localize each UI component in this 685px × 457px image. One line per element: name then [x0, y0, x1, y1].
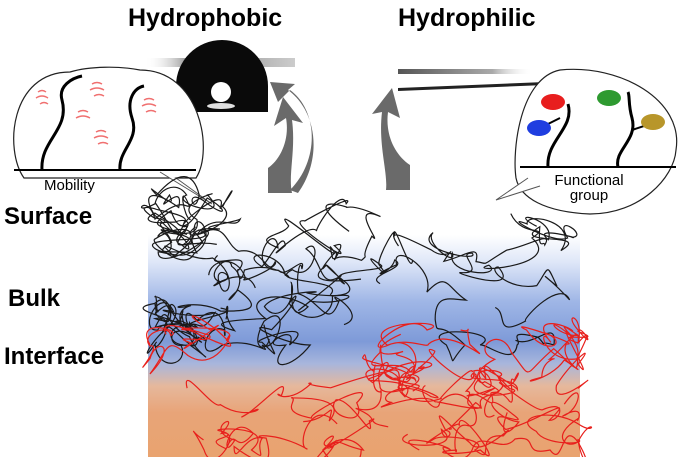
- functional-group-label: Functional group: [539, 173, 639, 203]
- polymer-chain-icon: [401, 369, 561, 433]
- polymer-chain-icon: [402, 384, 509, 457]
- polymer-chain-icon: [221, 231, 414, 332]
- curved-arrow-icon: [268, 97, 303, 193]
- polymer-chain-icon: [383, 348, 519, 418]
- polymer-chain-icon: [428, 213, 571, 328]
- water-droplet-icon: [145, 40, 295, 112]
- wetted-film-icon: [398, 69, 545, 91]
- polymer-chain-icon: [192, 414, 338, 457]
- functional-group-bubble: [495, 68, 678, 215]
- hydrophilic-label: Hydrophilic: [398, 4, 536, 32]
- curved-arrow-icon: [372, 88, 410, 190]
- polymer-chain-icon: [408, 392, 593, 457]
- polymer-chain-icon: [148, 176, 233, 236]
- polymer-chain-icon: [365, 322, 481, 393]
- functional-group-line2: group: [569, 187, 609, 204]
- interface-label: Interface: [4, 343, 105, 370]
- polymer-chain-icon: [185, 371, 481, 430]
- surface-label: Surface: [4, 203, 93, 230]
- mobility-label: Mobility: [44, 177, 95, 194]
- polymer-chain-icon: [159, 217, 276, 281]
- polymer-chain-icon: [393, 216, 578, 264]
- polymer-chain-icon: [355, 344, 433, 428]
- polymer-chain-icon: [142, 315, 232, 375]
- mobility-bubble: [13, 66, 213, 205]
- hydrophobic-label: Hydrophobic: [128, 4, 283, 32]
- polymer-chains: [140, 176, 593, 457]
- polymer-chain-icon: [214, 198, 362, 282]
- polymer-chain-icon: [152, 221, 230, 292]
- functional-group-line1: Functional: [554, 172, 624, 189]
- bulk-label: Bulk: [8, 285, 61, 312]
- polymer-chain-icon: [261, 203, 381, 326]
- polymer-chain-icon: [465, 324, 589, 404]
- polymer-chain-icon: [290, 392, 375, 457]
